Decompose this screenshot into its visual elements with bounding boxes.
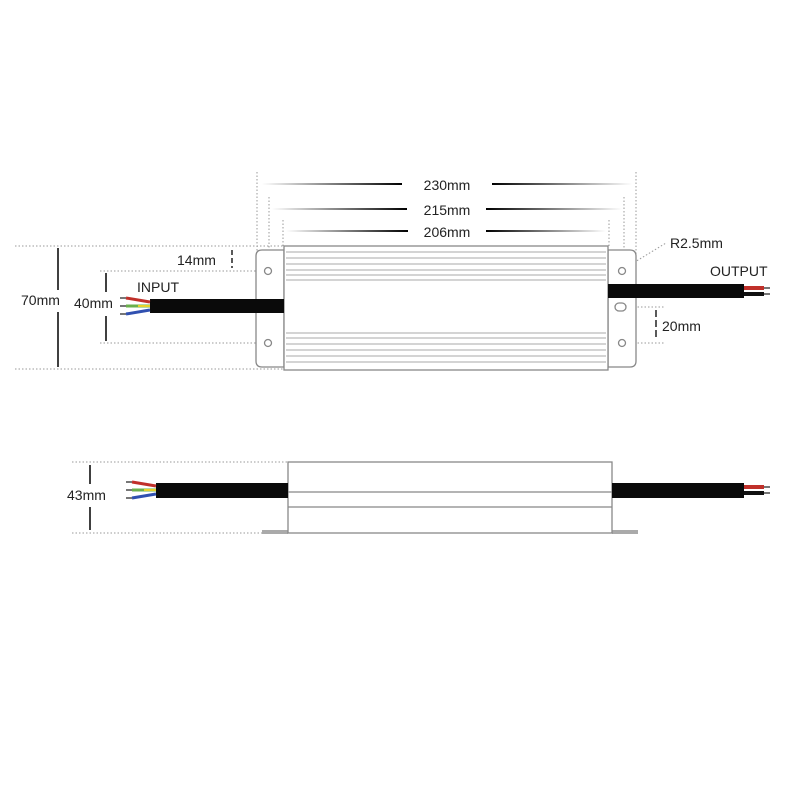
dim-hole-spacing: 40mm (74, 295, 113, 311)
heat-sink-fins (286, 251, 606, 363)
driver-body-side (287, 461, 613, 534)
mounting-slot (614, 302, 627, 312)
hole-radius-label: R2.5mm (670, 235, 723, 251)
dimension-lines (57, 183, 657, 367)
output-wires-side (744, 485, 770, 495)
dim-depth: 43mm (67, 487, 106, 503)
input-wires (120, 296, 151, 316)
top-view: 230mm 215mm 206mm 70mm 40mm 14mm 20mm R2… (15, 172, 770, 371)
mounting-hole (617, 338, 627, 348)
dim-slot: 20mm (662, 318, 701, 334)
output-label: OUTPUT (710, 263, 768, 279)
output-wires (744, 286, 770, 296)
mounting-hole (263, 266, 273, 276)
mounting-hole (617, 266, 627, 276)
right-flange-side (612, 530, 638, 534)
output-cable-side (612, 483, 744, 498)
driver-body-top (283, 245, 609, 371)
input-cable-side (156, 483, 288, 498)
dim-hole-offset: 14mm (177, 252, 216, 268)
dim-overall-length: 230mm (424, 177, 471, 193)
dim-mounting-length: 215mm (424, 202, 471, 218)
dim-height: 70mm (21, 292, 60, 308)
output-cable (608, 284, 744, 298)
side-view: 43mm (67, 461, 770, 534)
left-flange-side (262, 530, 288, 534)
input-label: INPUT (137, 279, 179, 295)
input-cable (150, 299, 284, 313)
input-wires-side (126, 480, 157, 500)
mounting-hole (263, 338, 273, 348)
dim-body-length: 206mm (424, 224, 471, 240)
